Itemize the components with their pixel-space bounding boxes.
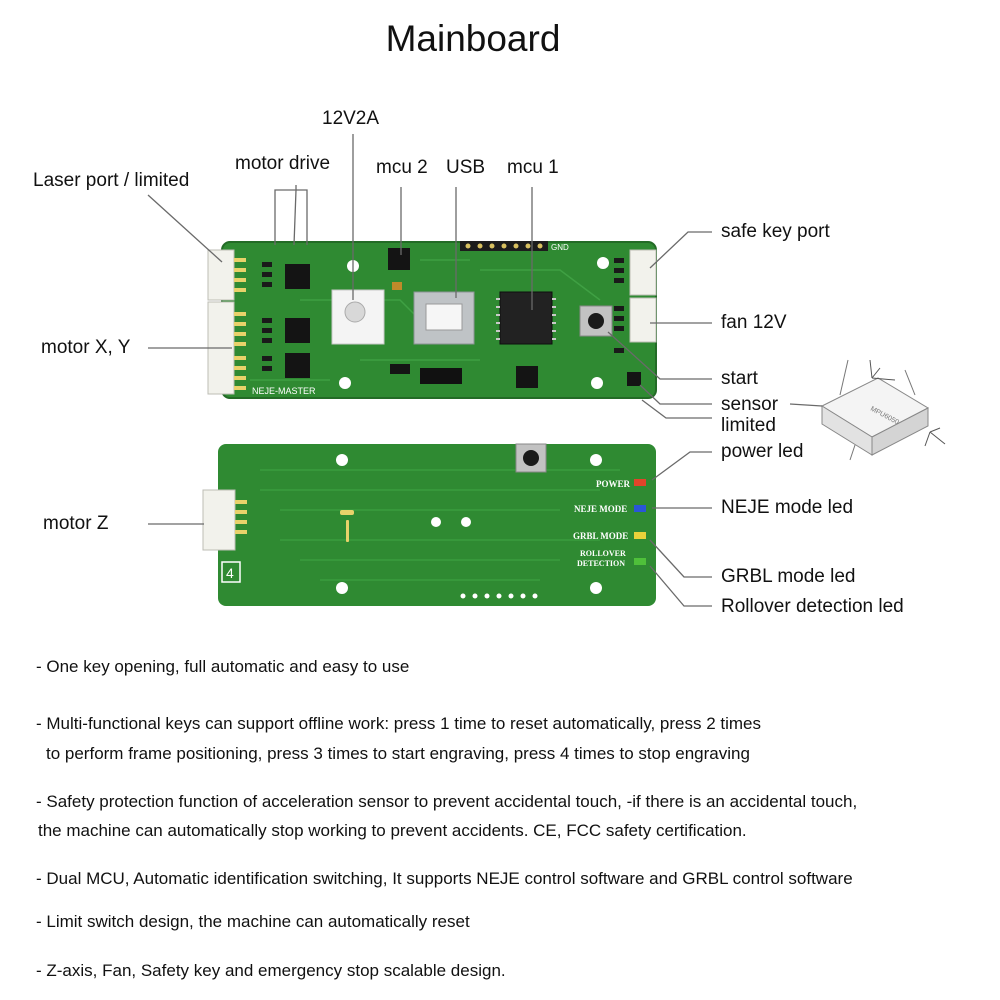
label-limited: limited bbox=[721, 415, 776, 436]
mcu2-chip bbox=[388, 248, 410, 270]
label-motor-drive: motor drive bbox=[235, 153, 331, 174]
fan-connector bbox=[629, 297, 657, 343]
motor-driver-chip bbox=[285, 264, 310, 289]
detection-silk: DETECTION bbox=[577, 559, 625, 568]
feature-bullet-continuation: the machine can automatically stop worki… bbox=[38, 821, 747, 840]
label-neje-mode-led: NEJE mode led bbox=[721, 497, 854, 518]
laser-port-connector bbox=[207, 249, 235, 301]
label-12v2a: 12V2A bbox=[322, 108, 380, 129]
feature-bullet: - Safety protection function of accelera… bbox=[36, 792, 858, 811]
label-mcu1: mcu 1 bbox=[507, 157, 559, 178]
power-jack bbox=[331, 289, 385, 345]
mcu1-chip bbox=[499, 291, 553, 345]
label-laser-port: Laser port / limited bbox=[33, 170, 190, 191]
leader-lines bbox=[147, 134, 823, 607]
neje-master-silk: NEJE-MASTER bbox=[252, 386, 316, 396]
driver-chip bbox=[516, 366, 538, 388]
label-mcu2: mcu 2 bbox=[376, 157, 428, 178]
top-board: GND NEJE-MASTER bbox=[207, 241, 657, 399]
label-motor-xy: motor X, Y bbox=[41, 337, 131, 358]
neje-mode-silk: NEJE MODE bbox=[574, 504, 627, 514]
power-led bbox=[634, 479, 646, 486]
label-usb: USB bbox=[446, 157, 486, 178]
label-start: start bbox=[721, 368, 758, 389]
motor-driver-chip bbox=[285, 353, 310, 378]
safe-key-connector bbox=[629, 249, 657, 296]
label-sensor: sensor bbox=[721, 394, 779, 415]
label-grbl-mode-led: GRBL mode led bbox=[721, 566, 856, 587]
motor-driver-chip bbox=[285, 318, 310, 343]
regulator-chip bbox=[420, 368, 462, 384]
label-rollover-led: Rollover detection led bbox=[721, 596, 904, 617]
mount-hole bbox=[591, 377, 603, 389]
motor-z-connector bbox=[202, 489, 236, 551]
feature-bullet: - One key opening, full automatic and ea… bbox=[36, 657, 410, 676]
mount-hole bbox=[597, 257, 609, 269]
feature-bullet: - Z-axis, Fan, Safety key and emergency … bbox=[36, 961, 506, 980]
neje-mode-led bbox=[634, 505, 646, 512]
feature-bullet: - Dual MCU, Automatic identification swi… bbox=[36, 869, 853, 888]
rollover-led bbox=[634, 558, 646, 565]
label-power-led: power led bbox=[721, 441, 804, 462]
label-safe-key-port: safe key port bbox=[721, 221, 830, 242]
page-title: Mainboard bbox=[385, 18, 561, 59]
feature-bullet: - Limit switch design, the machine can a… bbox=[36, 912, 470, 931]
feature-bullet-continuation: to perform frame positioning, press 3 ti… bbox=[46, 744, 750, 763]
sensor-illustration: MPU6050 bbox=[820, 359, 946, 461]
mount-hole bbox=[339, 377, 351, 389]
z-number-silk: 4 bbox=[226, 565, 234, 581]
sensor-chip-small bbox=[627, 372, 641, 386]
grbl-mode-led bbox=[634, 532, 646, 539]
label-motor-z: motor Z bbox=[43, 513, 109, 534]
grbl-mode-silk: GRBL MODE bbox=[573, 531, 628, 541]
power-silk: POWER bbox=[596, 479, 631, 489]
bottom-board: 4 POWER NEJE MODE GRBL MODE ROLLOVER DET… bbox=[202, 443, 656, 606]
mainboard-diagram: GND NEJE-MASTER bbox=[147, 134, 946, 607]
rollover-silk: ROLLOVER bbox=[580, 549, 626, 558]
gnd-silk: GND bbox=[551, 243, 569, 252]
feature-bullet: - Multi-functional keys can support offl… bbox=[36, 714, 761, 733]
label-fan-12v: fan 12V bbox=[721, 312, 787, 333]
